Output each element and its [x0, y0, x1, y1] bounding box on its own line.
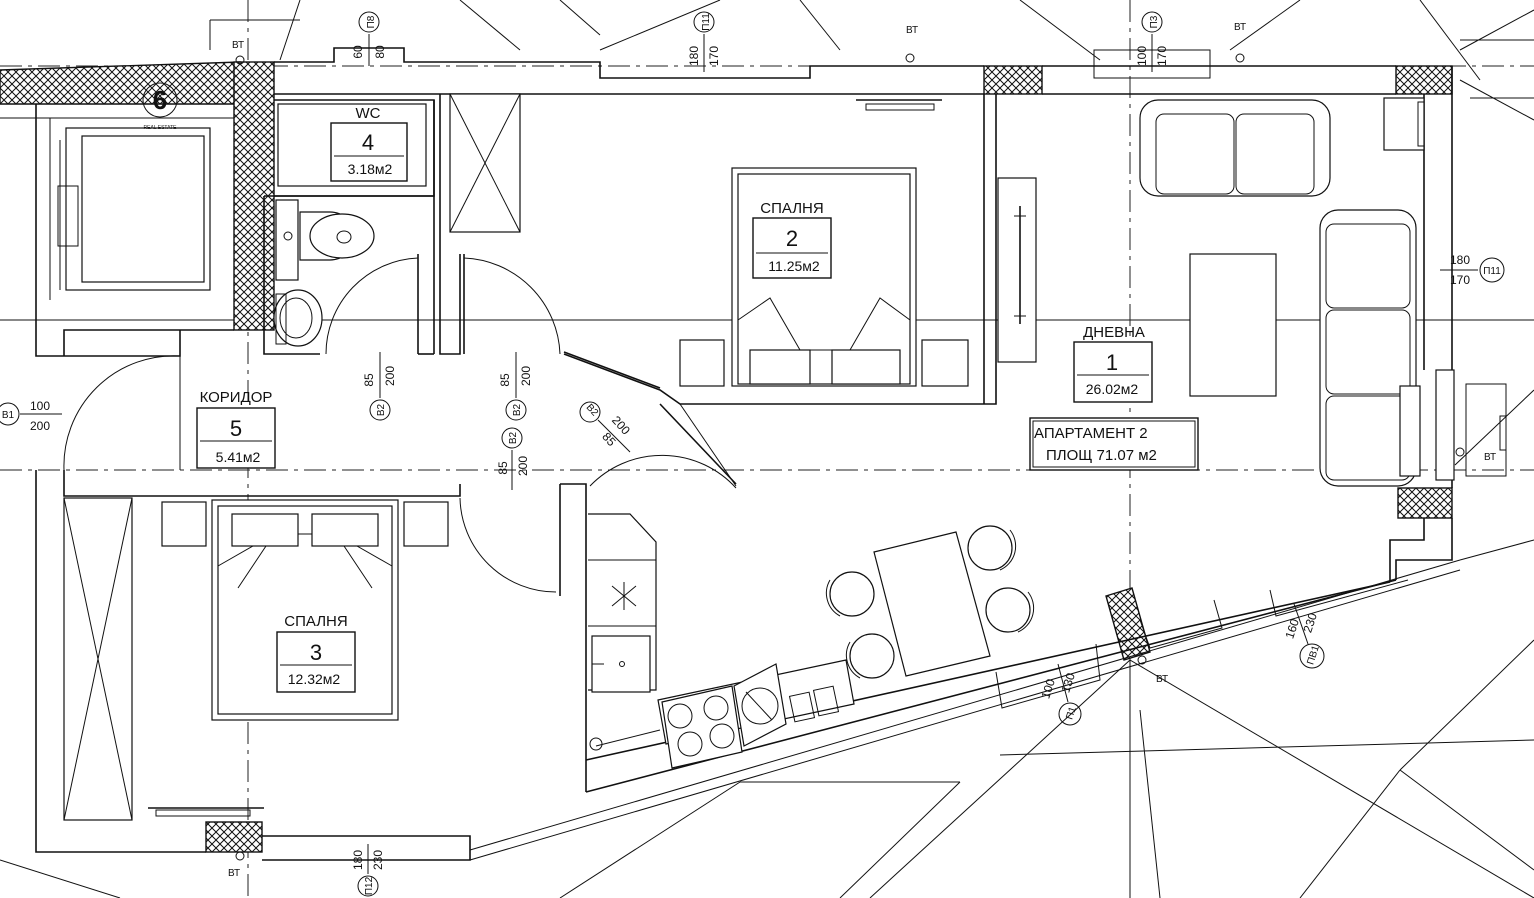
room-area: 3.18м2 [348, 161, 393, 177]
room-label-corridor: КОРИДОР 5 5.41м2 [196, 389, 276, 469]
brand-logo: 6 REAL ESTATE [142, 82, 178, 131]
vent-label: ВТ [1484, 452, 1496, 463]
opening-width: 85 [496, 461, 510, 475]
opening-tag: П3 [1149, 15, 1160, 28]
opening-tag: В2 [512, 403, 523, 416]
opening-tag: В2 [376, 403, 387, 416]
vent-label: ВТ [906, 25, 918, 36]
opening-width: 100 [30, 399, 50, 413]
opening-height: 170 [707, 46, 721, 66]
room-name: ДНЕВНА [1083, 324, 1145, 341]
opening-marker-p3: П3 100 170 [1135, 11, 1169, 72]
opening-marker-v1: В1 100 200 [0, 399, 62, 433]
opening-marker-v2-b: В2 85 200 [498, 352, 533, 421]
opening-marker-p11-right: П11 180 170 [1440, 253, 1505, 287]
opening-tag: П11 [1483, 266, 1501, 277]
room-label-bedroom2: СПАЛНЯ 2 11.25м2 [752, 200, 832, 279]
opening-width: 60 [351, 45, 365, 59]
opening-width: 85 [599, 430, 619, 450]
opening-width: 180 [1450, 253, 1470, 267]
room-label-living: ДНЕВНА 1 26.02м2 [1073, 324, 1153, 403]
logo-caption: REAL ESTATE [144, 125, 178, 131]
room-name: WC [356, 105, 381, 122]
room-number: 5 [230, 416, 242, 441]
opening-marker-v2-c: В2 85 200 [496, 427, 530, 490]
vent-label: ВТ [1156, 674, 1168, 685]
opening-marker-p8: П8 60 80 [351, 11, 387, 66]
living-furniture [1139, 97, 1507, 487]
opening-tag: П12 [364, 876, 375, 895]
vent-label: ВТ [1234, 22, 1246, 33]
neighbour-bed [57, 127, 211, 291]
opening-width: 100 [1038, 677, 1058, 701]
opening-width: 85 [362, 373, 376, 387]
structural-columns [0, 61, 1453, 853]
opening-height: 80 [373, 45, 387, 59]
room-name: СПАЛНЯ [284, 613, 347, 630]
doors [63, 257, 737, 593]
opening-marker-v2-a: В2 85 200 [362, 352, 397, 421]
opening-width: 180 [687, 46, 701, 66]
room-name: СПАЛНЯ [760, 200, 823, 217]
room-area: 11.25м2 [768, 258, 820, 274]
walls [35, 47, 1461, 861]
opening-width: 180 [351, 850, 365, 870]
vent-label: ВТ [232, 40, 244, 51]
opening-marker-p1: П1 100 130 [1038, 663, 1082, 726]
wardrobes [63, 93, 1037, 821]
dining-set [825, 525, 1035, 679]
room-number: 2 [786, 226, 798, 251]
apartment-summary: АПАРТАМЕНТ 2 ПЛОЩ 71.07 м2 [1029, 417, 1199, 471]
opening-tag: П11 [701, 13, 712, 31]
opening-height: 230 [371, 850, 385, 870]
opening-height: 230 [1300, 611, 1320, 635]
room-number: 4 [362, 130, 374, 155]
opening-tag: В2 [508, 431, 519, 444]
opening-width: 85 [498, 373, 512, 387]
bedroom3-furniture [148, 499, 449, 817]
opening-height: 200 [516, 456, 530, 476]
opening-marker-v2-d: В2 85 200 [579, 401, 633, 453]
opening-height: 200 [519, 366, 533, 386]
opening-tag: ПВ1 [1305, 644, 1322, 666]
opening-height: 170 [1155, 46, 1169, 66]
opening-marker-p12: П12 180 230 [351, 844, 385, 897]
opening-tag: П8 [366, 15, 377, 28]
opening-height: 200 [383, 366, 397, 386]
room-area: 26.02м2 [1086, 381, 1139, 397]
opening-height: 200 [30, 419, 50, 433]
opening-marker-p11-top: П11 180 170 [687, 11, 721, 72]
room-label-wc: WC 4 3.18м2 [330, 105, 408, 182]
opening-width: 100 [1135, 46, 1149, 66]
vent-label: ВТ [228, 868, 240, 879]
logo-mark: 6 [153, 85, 167, 115]
room-number: 3 [310, 640, 322, 665]
room-name: КОРИДОР [200, 389, 273, 406]
apartment-area: ПЛОЩ 71.07 м2 [1046, 447, 1157, 464]
vent-markers: ВТ ВТ ВТ ВТ ВТ ВТ [228, 22, 1496, 879]
room-area: 5.41м2 [216, 449, 261, 465]
opening-width: 160 [1282, 617, 1302, 641]
opening-tag: В1 [2, 410, 15, 421]
apartment-name: АПАРТАМЕНТ 2 [1034, 425, 1148, 442]
room-number: 1 [1106, 350, 1118, 375]
opening-tag: П1 [1064, 705, 1079, 721]
kitchen [588, 513, 855, 769]
opening-height: 130 [1058, 671, 1078, 695]
opening-marker-pv1: ПВ1 160 230 [1282, 603, 1325, 669]
opening-tag: В2 [584, 402, 601, 419]
room-label-bedroom3: СПАЛНЯ 3 12.32м2 [276, 613, 356, 693]
room-area: 12.32м2 [288, 671, 341, 687]
opening-height: 170 [1450, 273, 1470, 287]
